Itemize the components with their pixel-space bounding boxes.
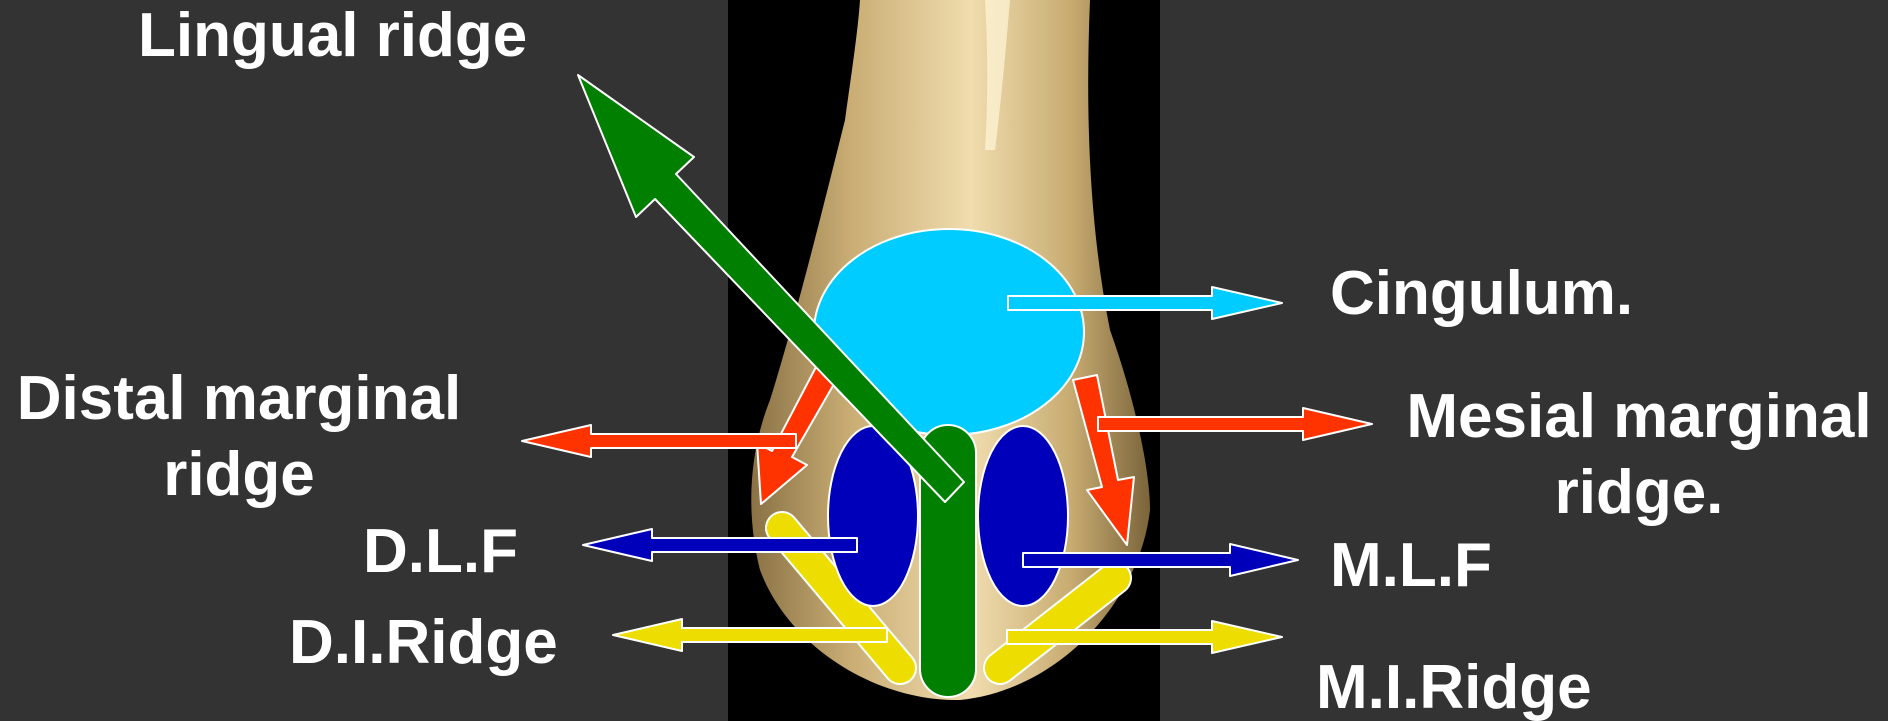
mesial-lingual-fossa-shape: [978, 426, 1068, 606]
label-mi-ridge: M.I.Ridge: [1316, 650, 1592, 721]
label-mesial-marginal-ridge: Mesial marginal ridge.: [1398, 379, 1880, 531]
label-di-ridge: D.I.Ridge: [289, 605, 558, 681]
label-distal-marginal-ridge-line2: ridge: [8, 437, 470, 513]
label-dlf: D.L.F: [363, 514, 518, 590]
label-mlf: M.L.F: [1330, 528, 1492, 604]
label-mesial-marginal-ridge-line2: ridge.: [1398, 455, 1880, 531]
label-mesial-marginal-ridge-line1: Mesial marginal: [1398, 379, 1880, 455]
label-distal-marginal-ridge: Distal marginal ridge: [8, 361, 470, 513]
label-lingual-ridge: Lingual ridge: [138, 0, 527, 74]
label-distal-marginal-ridge-line1: Distal marginal: [8, 361, 470, 437]
label-cingulum: Cingulum.: [1330, 256, 1633, 332]
